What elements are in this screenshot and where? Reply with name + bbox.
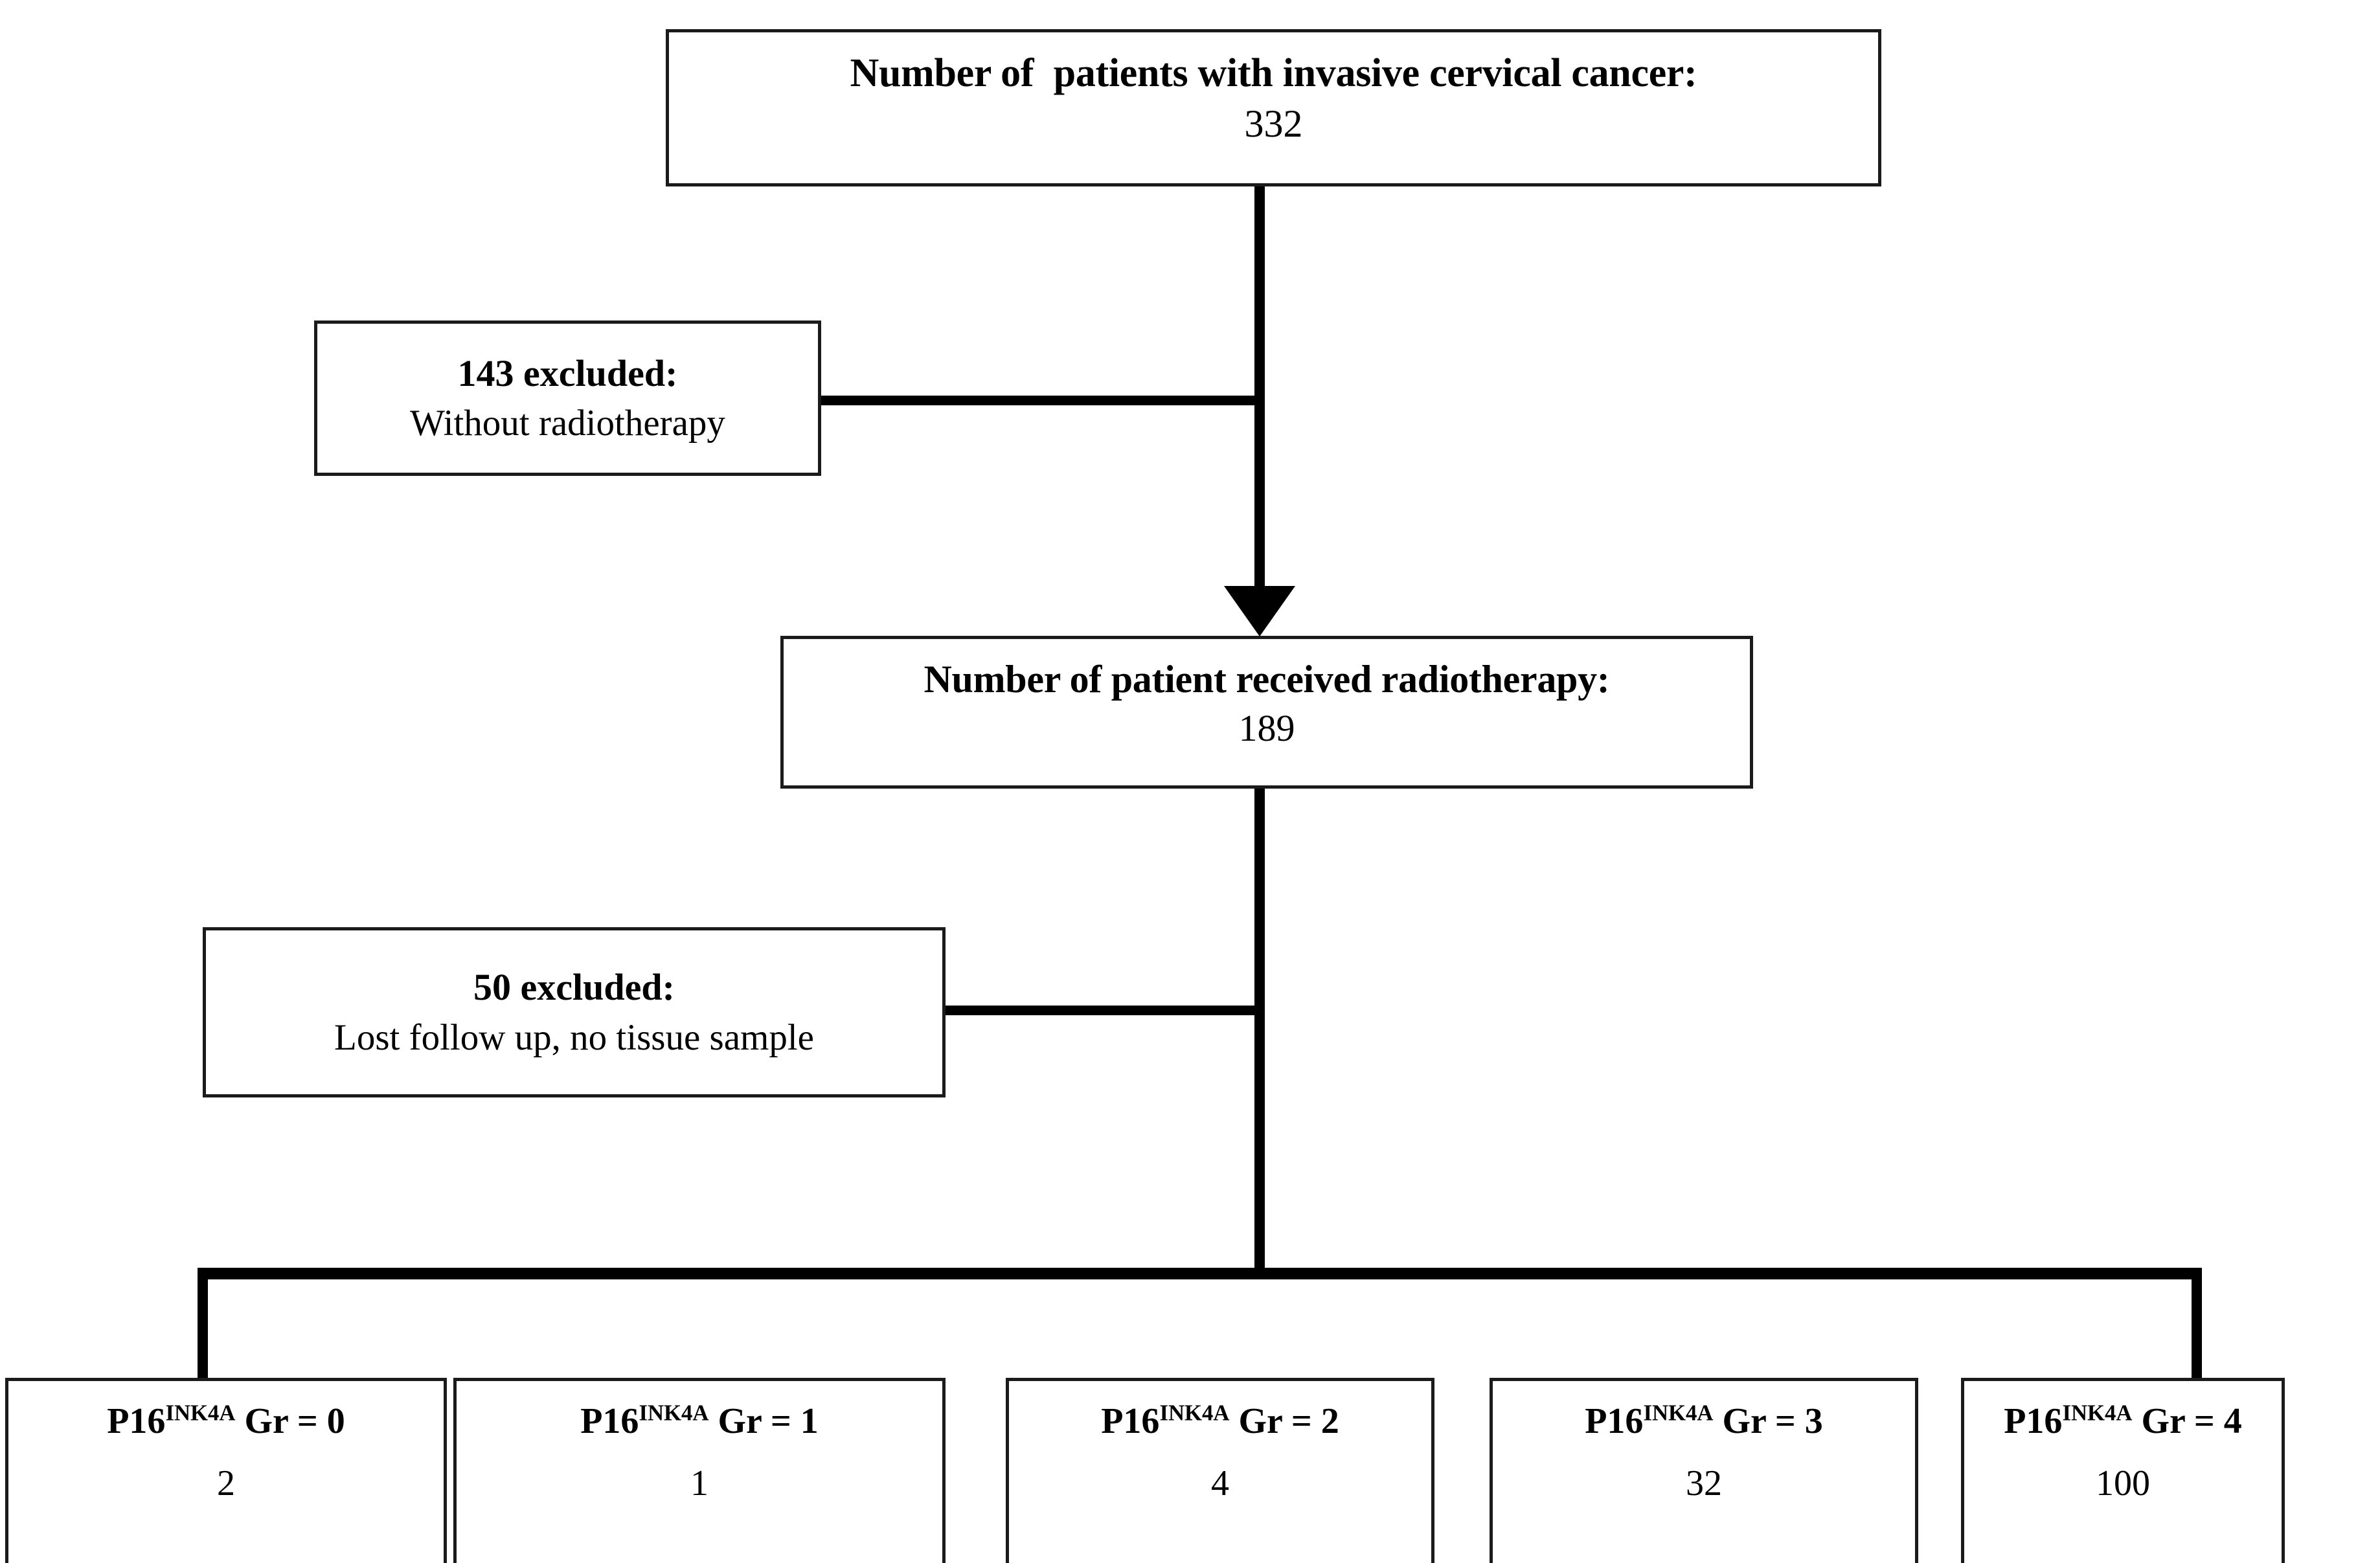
node-radiotherapy-title: Number of patient received radiotherapy:: [924, 658, 1610, 701]
node-p16-grade-2-label: P16INK4A Gr = 2: [1101, 1400, 1339, 1441]
node-p16-grade-3-label: P16INK4A Gr = 3: [1585, 1400, 1823, 1441]
bracket-drop-left: [198, 1268, 208, 1379]
bracket-drop-right: [2192, 1268, 2202, 1379]
node-excluded-first-detail: Without radiotherapy: [410, 402, 725, 444]
node-excluded-second-title: 50 excluded:: [473, 965, 675, 1008]
bracket-horizontal-bar: [198, 1268, 2202, 1279]
node-p16-grade-1: P16INK4A Gr = 1 1: [453, 1378, 946, 1563]
node-excluded-first: 143 excluded: Without radiotherapy: [314, 320, 821, 476]
connector-enrolled-to-radiotherapy: [1254, 186, 1265, 601]
connector-enrolled-to-excluded-first: [821, 396, 1258, 405]
node-p16-grade-2-count: 4: [1211, 1463, 1229, 1503]
node-enrolled-value: 332: [1244, 102, 1303, 145]
node-excluded-second-detail: Lost follow up, no tissue sample: [334, 1017, 814, 1059]
node-excluded-first-title: 143 excluded:: [457, 352, 678, 395]
node-enrolled-patients: Number of patients with invasive cervica…: [666, 29, 1881, 186]
node-p16-grade-1-label: P16INK4A Gr = 1: [580, 1400, 819, 1441]
node-radiotherapy-value: 189: [1238, 707, 1295, 750]
node-p16-grade-2: P16INK4A Gr = 2 4: [1006, 1378, 1434, 1563]
node-p16-grade-0-count: 2: [217, 1463, 235, 1503]
node-p16-grade-3: P16INK4A Gr = 3 32: [1490, 1378, 1918, 1563]
node-p16-grade-1-count: 1: [690, 1463, 708, 1503]
node-excluded-second: 50 excluded: Lost follow up, no tissue s…: [203, 927, 946, 1097]
node-p16-grade-4: P16INK4A Gr = 4 100: [1961, 1378, 2285, 1563]
node-p16-grade-4-label: P16INK4A Gr = 4: [2004, 1400, 2242, 1441]
connector-radiotherapy-to-bracket: [1254, 789, 1265, 1277]
connector-radiotherapy-to-excluded-second: [946, 1006, 1260, 1015]
node-p16-grade-0: P16INK4A Gr = 0 2: [5, 1378, 447, 1563]
node-p16-grade-4-count: 100: [2096, 1463, 2150, 1503]
node-received-radiotherapy: Number of patient received radiotherapy:…: [780, 636, 1753, 789]
node-enrolled-title: Number of patients with invasive cervica…: [850, 51, 1697, 95]
node-p16-grade-3-count: 32: [1686, 1463, 1722, 1503]
node-p16-grade-0-label: P16INK4A Gr = 0: [107, 1400, 345, 1441]
arrowhead-icon-into-radiotherapy: [1224, 586, 1295, 636]
